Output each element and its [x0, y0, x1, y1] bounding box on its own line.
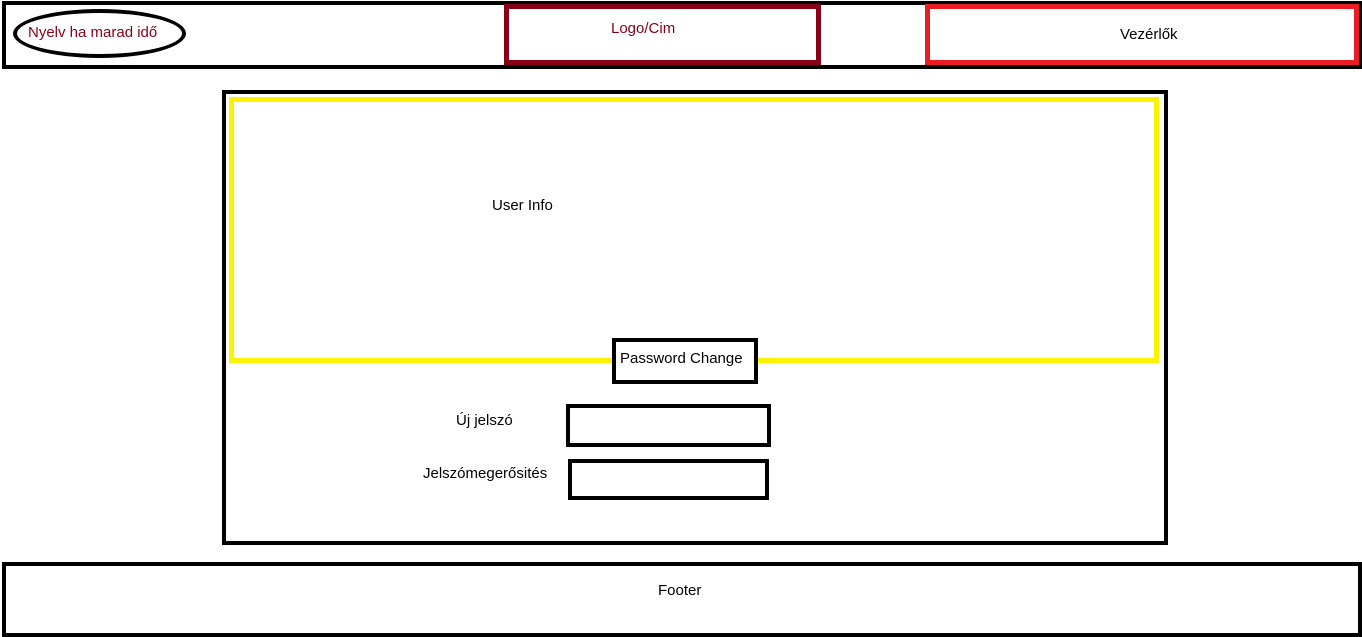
- logo-title-label: Logo/Cim: [611, 20, 676, 37]
- controls-label: Vezérlők: [1120, 26, 1178, 43]
- password-change-label: Password Change: [620, 350, 743, 367]
- confirm-password-field[interactable]: [568, 459, 769, 500]
- confirm-password-label: Jelszómegerősités: [423, 465, 548, 482]
- logo-title-box[interactable]: [504, 4, 821, 65]
- password-change-button[interactable]: [612, 338, 758, 384]
- header-bar: [2, 1, 1362, 69]
- language-label: Nyelv ha marad idő: [28, 24, 158, 41]
- footer-label: Footer: [658, 582, 702, 599]
- user-info-label: User Info: [492, 197, 553, 214]
- language-selector[interactable]: [13, 9, 186, 58]
- new-password-field[interactable]: [566, 404, 771, 447]
- main-panel: [222, 90, 1168, 545]
- new-password-label: Új jelszó: [456, 412, 513, 429]
- footer: [2, 562, 1362, 637]
- controls-box[interactable]: [925, 4, 1359, 65]
- user-info-section: [229, 97, 1159, 363]
